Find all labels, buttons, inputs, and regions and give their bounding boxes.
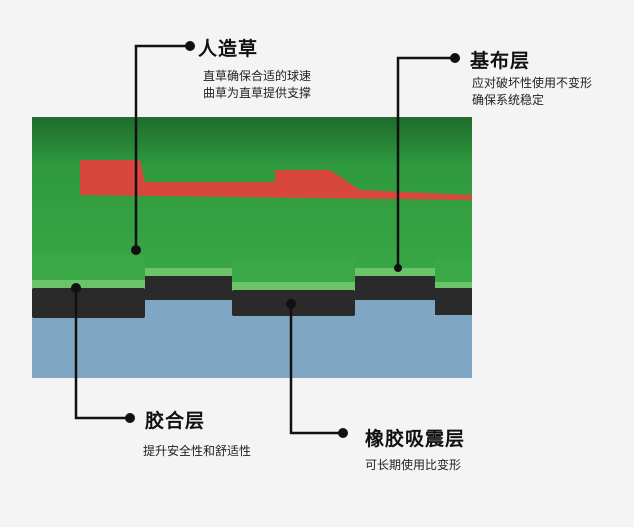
rubber-title: 橡胶吸震层 — [365, 428, 466, 450]
callout-dot — [286, 299, 296, 309]
callout-dot — [394, 264, 402, 272]
grass-edge — [232, 258, 355, 282]
foam-block — [32, 288, 145, 318]
adhesive-callout-line — [74, 288, 130, 420]
backing-desc-line: 应对破坏性使用不变形 — [472, 76, 593, 90]
adhesive-desc-line: 提升安全性和舒适性 — [143, 444, 252, 458]
turf-desc-line: 直草确保合适的球速 — [203, 69, 312, 83]
turf-callout-line — [134, 44, 188, 250]
callout-dot — [71, 283, 81, 293]
callout-dot — [131, 245, 141, 255]
rubber-desc-line: 可长期使用比变形 — [365, 458, 462, 472]
grass-edge — [435, 258, 472, 282]
adhesive-title: 胶合层 — [145, 410, 206, 432]
adhesive-strip — [355, 268, 435, 276]
turf-title: 人造草 — [198, 38, 259, 60]
rubber-desc: 可长期使用比变形 — [365, 457, 461, 474]
foam-block — [435, 288, 472, 315]
callout-dot — [338, 428, 348, 438]
callout-dot — [450, 53, 460, 63]
adhesive-strip — [232, 282, 355, 290]
adhesive-strip — [145, 268, 232, 276]
foam-block — [145, 276, 232, 300]
callout-dots — [71, 41, 460, 438]
callout-lines — [74, 44, 452, 435]
backing-title: 基布层 — [470, 50, 531, 72]
callout-dot — [125, 413, 135, 423]
turf-desc: 直草确保合适的球速 曲草为直草提供支撑 — [203, 68, 311, 102]
foam-block — [355, 276, 435, 300]
rubber-callout-line — [289, 304, 342, 435]
red-logo — [80, 160, 472, 200]
backing-desc: 应对破坏性使用不变形 确保系统稳定 — [472, 75, 592, 109]
callout-dot — [185, 41, 195, 51]
turf-desc-line: 曲草为直草提供支撑 — [203, 86, 312, 100]
grass-edge — [32, 255, 145, 280]
backing-callout-line — [396, 56, 452, 268]
turf-photo — [32, 117, 472, 378]
adhesive-strip — [32, 280, 145, 288]
adhesive-desc: 提升安全性和舒适性 — [143, 443, 251, 460]
adhesive-strip — [435, 282, 472, 288]
backing-desc-line: 确保系统稳定 — [472, 93, 545, 107]
